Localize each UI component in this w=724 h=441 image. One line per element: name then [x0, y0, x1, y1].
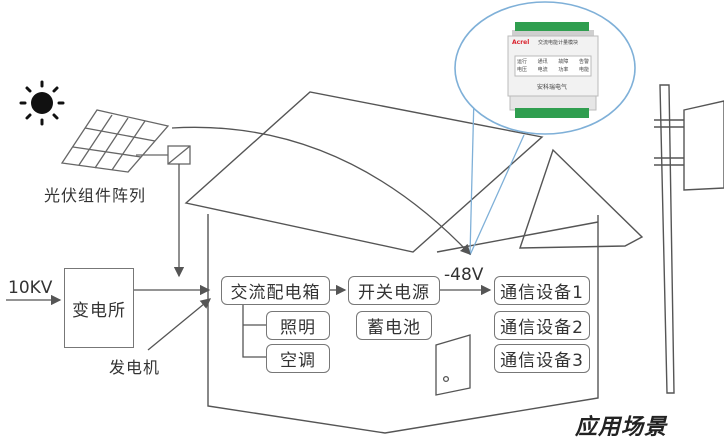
sky-curve [171, 126, 471, 255]
generator-to-acbox-line [147, 298, 212, 351]
device-callout [454, 1, 636, 256]
door-icon [435, 334, 471, 396]
battery-box: 蓄电池 [356, 311, 432, 340]
panel-label: 电能 [578, 67, 589, 73]
substation-box: 变电所 [64, 268, 134, 348]
aircon-box: 空调 [266, 344, 330, 373]
device-maker: 安科瑞电气 [537, 84, 568, 91]
panel-label: 通讯 [537, 59, 548, 65]
device-brand: Acrel [512, 39, 530, 46]
device-panel: 运行 通讯 故障 告警 电压 电流 功率 电能 [517, 58, 589, 74]
panel-label: 电压 [517, 67, 528, 73]
sun-icon [19, 80, 65, 126]
scenario-caption: 应用场景 [575, 415, 668, 440]
panel-label: 功率 [558, 67, 569, 73]
pv-array-label: 光伏组件阵列 [44, 186, 147, 205]
inverter-icon [167, 145, 191, 165]
dc-voltage-label: -48V [444, 265, 484, 285]
solar-panel-icon [60, 109, 170, 173]
comm-device-2-box: 通信设备2 [494, 311, 590, 340]
ac-distribution-box: 交流配电箱 [221, 276, 330, 305]
lighting-box: 照明 [266, 311, 330, 340]
voltage-input-label: 10KV [8, 278, 53, 298]
panel-label: 运行 [517, 59, 528, 65]
panel-label: 电流 [537, 67, 548, 73]
panel-label: 告警 [578, 59, 589, 65]
meter-module [507, 22, 599, 118]
generator-label: 发电机 [109, 358, 161, 377]
comm-device-1-box: 通信设备1 [494, 276, 590, 305]
load-branch-lines [242, 304, 266, 358]
switch-psu-box: 开关电源 [348, 276, 440, 305]
comm-device-3-box: 通信设备3 [494, 344, 590, 373]
device-model: 交流电能计量模块 [538, 40, 579, 46]
antenna-pole-icon [654, 84, 724, 394]
panel-label: 故障 [558, 59, 569, 65]
house-outline [184, 91, 644, 434]
